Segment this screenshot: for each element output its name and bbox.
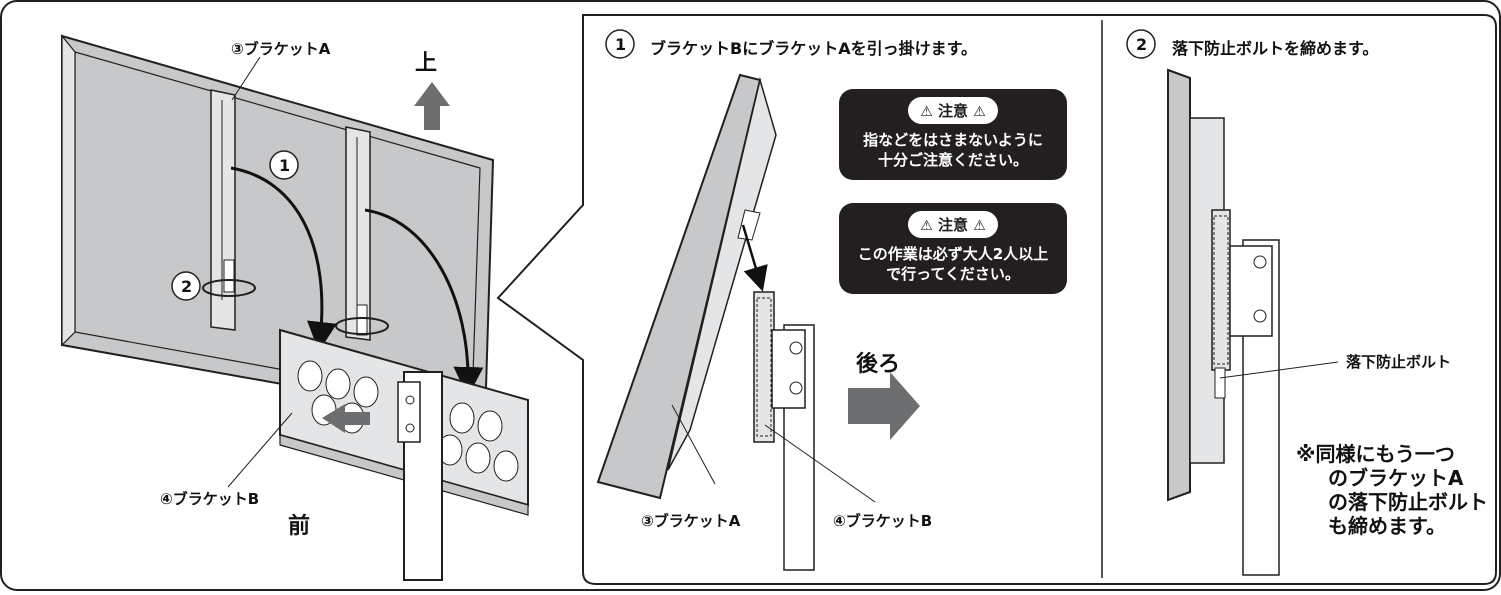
step2-marker-left xyxy=(171,271,201,301)
caution-pill-2: ⚠ 注意 ⚠ xyxy=(908,211,998,238)
warning-icon: ⚠ xyxy=(920,218,933,234)
label-fall-prevention-bolt: 落下防止ボルト xyxy=(1346,353,1452,371)
step1-label-bracket-a: ③ブラケットA xyxy=(641,512,741,530)
step1-number: 1 xyxy=(615,35,627,54)
step1-title: ブラケットBにブラケットAを引っ掛けます。 xyxy=(650,39,977,58)
caution-line: 十分ご注意ください。 xyxy=(877,151,1028,169)
note-line: の落下防止ボルト xyxy=(1328,490,1488,514)
step1-label-bracket-b: ④ブラケットB xyxy=(833,512,933,530)
stand-pole xyxy=(397,371,443,581)
caution-line: で行ってください。 xyxy=(886,265,1020,283)
leader-step1-bracket-a xyxy=(671,404,716,485)
step2-number-circle xyxy=(1126,29,1156,59)
label-bracket-b: ④ブラケットB xyxy=(160,490,260,508)
note-line: も締めます。 xyxy=(1328,514,1446,538)
hook-arrow-left xyxy=(230,166,337,352)
caution-heading-2: 注意 xyxy=(937,216,968,234)
label-back: 後ろ xyxy=(856,352,901,377)
caution-box-1: ⚠ 注意 ⚠ 指などをはさまないように 十分ご注意ください。 xyxy=(839,89,1067,180)
warning-icon: ⚠ xyxy=(920,104,933,120)
step2-marker-text: 2 xyxy=(181,277,193,296)
hook-arrow-right xyxy=(364,208,484,397)
caution-line: 指などをはさまないように xyxy=(863,131,1043,149)
caution-line: この作業は必ず大人2人以上 xyxy=(857,245,1049,263)
note-line: のブラケットA xyxy=(1328,466,1464,490)
warning-icon: ⚠ xyxy=(973,104,986,120)
label-bracket-a: ③ブラケットA xyxy=(231,40,331,58)
fall-prevention-bolt-left xyxy=(202,259,256,297)
step1-number-circle xyxy=(605,29,635,59)
up-arrow xyxy=(414,82,450,130)
tv-side-tilted xyxy=(596,73,777,500)
step2-title: 落下防止ボルトを締めます。 xyxy=(1172,39,1379,58)
label-front: 前 xyxy=(288,514,311,539)
caution-box-2: ⚠ 注意 ⚠ この作業は必ず大人2人以上 で行ってください。 xyxy=(839,203,1067,294)
back-arrow xyxy=(848,372,920,440)
step2-number: 2 xyxy=(1136,35,1148,54)
leader-step1-bracket-b xyxy=(764,424,876,503)
step1-bracket-b xyxy=(753,291,815,571)
leader-bolt xyxy=(1219,361,1339,379)
bracket-a-rail-right xyxy=(345,126,371,341)
tv-side-vertical xyxy=(1167,68,1280,576)
caution-pill-1: ⚠ 注意 ⚠ xyxy=(908,97,998,124)
hook-down-arrow xyxy=(741,224,768,292)
step1-marker-left xyxy=(269,150,299,180)
front-arrow xyxy=(322,404,370,433)
step1-marker-text: 1 xyxy=(279,156,291,175)
note-line: ※同様にもう一つ xyxy=(1296,442,1455,466)
label-up: 上 xyxy=(415,51,438,76)
leader-bracket-b xyxy=(227,412,293,488)
warning-icon: ⚠ xyxy=(973,218,986,234)
caution-heading-1: 注意 xyxy=(937,102,968,120)
leader-bracket-a xyxy=(231,56,261,101)
